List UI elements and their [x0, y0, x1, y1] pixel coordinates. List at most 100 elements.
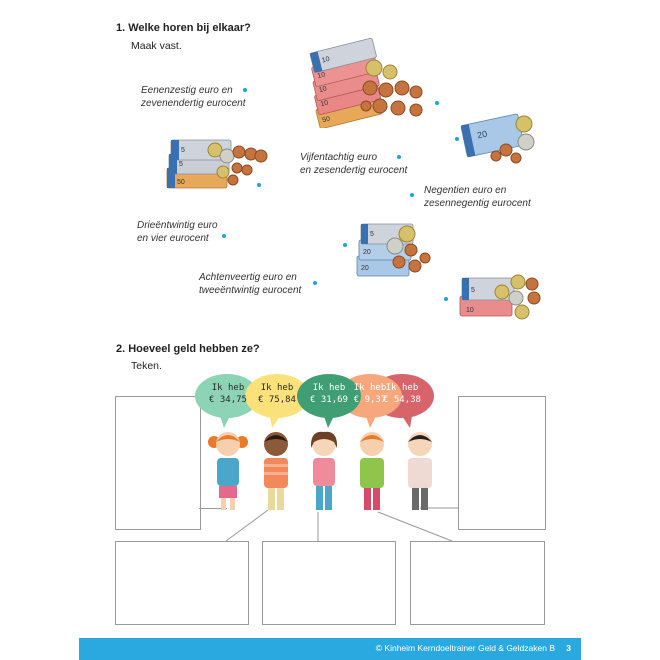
note-stripe — [171, 140, 179, 160]
shirt-stripe — [264, 464, 288, 467]
hair — [310, 431, 338, 448]
coin-icon — [527, 291, 541, 305]
leg — [412, 488, 419, 510]
bubble-line: Ik heb — [211, 383, 245, 393]
match-dot[interactable] — [257, 183, 261, 187]
speech-bubble-1: Ik heb € 34,75 — [197, 373, 259, 417]
note-stripe — [460, 124, 476, 158]
phrase-line: Drieëntwintig euro — [137, 220, 218, 231]
note-value: 20 — [476, 129, 488, 141]
note-stripe — [462, 278, 469, 300]
bubble-text: Ik heb € 31,69 — [298, 382, 360, 406]
speech-bubble-3: Ik heb € 31,69 — [298, 373, 360, 417]
phrase-19-96: Negentien euro en zesennegentig eurocent — [424, 184, 531, 210]
bubble-tail — [402, 416, 412, 428]
leg — [221, 498, 226, 510]
note-value: 5 — [370, 231, 374, 238]
speech-bubble-2: Ik heb € 75,84 — [246, 373, 308, 417]
coin-icon — [365, 59, 383, 77]
match-dot[interactable] — [343, 243, 347, 247]
hair — [216, 435, 240, 442]
speech-bubbles — [195, 374, 434, 428]
leg — [268, 488, 275, 510]
hair — [408, 435, 432, 442]
coin-icon — [382, 64, 398, 80]
leg — [277, 488, 284, 510]
leg — [325, 486, 332, 510]
phrase-line: Negentien euro en — [424, 185, 507, 196]
exercise-2-instruction: Teken. — [131, 360, 162, 372]
answer-box-bottom-2[interactable] — [262, 541, 396, 625]
coin-icon — [390, 100, 406, 116]
answer-box-left[interactable] — [115, 396, 201, 530]
exercise-1-instruction: Maak vast. — [131, 40, 182, 52]
coin-icon — [409, 85, 423, 99]
coin-icon — [510, 152, 522, 164]
coin-icon — [216, 165, 230, 179]
footer-copyright: © Kinheim Kerndoeltrainer Geld & Geldzak… — [375, 643, 555, 653]
coin-icon — [398, 225, 416, 243]
phrase-line: Vijfentachtig euro — [300, 152, 378, 163]
match-dot[interactable] — [455, 137, 459, 141]
coin-icon — [419, 252, 431, 264]
kid-4-illustration — [360, 432, 384, 510]
footer-bar: © Kinheim Kerndoeltrainer Geld & Geldzak… — [79, 638, 581, 660]
hair — [264, 435, 288, 442]
phrase-line: zesennegentig eurocent — [424, 198, 531, 209]
note-value: 10 — [321, 56, 330, 65]
coin-icon — [362, 80, 378, 96]
exercise-2-title: 2. Hoeveel geld hebben ze? — [116, 343, 260, 355]
answer-box-bottom-1[interactable] — [115, 541, 249, 625]
bubble-tail — [324, 416, 334, 428]
bubble-shape — [297, 374, 361, 418]
money-cluster-bottom-right: 5 10 — [459, 274, 541, 320]
coin-icon — [372, 98, 388, 114]
phrase-line: Eenenzestig euro en — [141, 85, 233, 96]
bubble-text: Ik heb € 75,84 — [246, 382, 308, 406]
phrase-line: en zesendertig eurocent — [300, 165, 408, 176]
phrase-line: tweeëntwintig eurocent — [199, 285, 302, 296]
match-dot[interactable] — [243, 88, 247, 92]
phrase-line: Achtenveertig euro en — [199, 272, 297, 283]
shirt — [408, 458, 432, 488]
leg — [364, 488, 371, 510]
note-value: 10 — [317, 71, 326, 80]
bubble-text: Ik heb € 34,75 — [197, 382, 259, 406]
leg — [373, 488, 380, 510]
coin-icon — [494, 284, 510, 300]
note-value: 10 — [320, 100, 329, 109]
shirt-stripe — [264, 472, 288, 475]
match-dot[interactable] — [435, 101, 439, 105]
answer-box-bottom-3[interactable] — [410, 541, 545, 625]
bubble-amount: € 31,69 — [310, 395, 348, 405]
bubble-text: Ik heb € 54,38 — [371, 382, 433, 406]
skirt — [219, 486, 237, 498]
answer-box-right[interactable] — [458, 396, 546, 530]
match-dot[interactable] — [444, 297, 448, 301]
coin-icon — [525, 277, 539, 291]
page-number: 3 — [566, 643, 571, 653]
bubble-text: Ik heb € 9,37 — [339, 382, 401, 406]
bubble-amount: € 34,75 — [209, 395, 247, 405]
coin-icon — [517, 133, 535, 151]
coin-icon — [404, 243, 418, 257]
shirt — [217, 458, 239, 486]
bubble-shape — [195, 374, 259, 418]
note-value: 10 — [466, 307, 474, 314]
coin-icon — [490, 150, 502, 162]
match-dot[interactable] — [397, 155, 401, 159]
banknote-10 — [309, 38, 377, 73]
note-stripe — [309, 51, 323, 73]
money-cluster-left: 5 5 50 — [166, 139, 268, 189]
coin-icon — [392, 255, 406, 269]
bubble-amount: € 54,38 — [383, 395, 421, 405]
match-dot[interactable] — [410, 193, 414, 197]
coin-icon — [514, 304, 530, 320]
kid-3-illustration — [310, 431, 338, 510]
kid-1-illustration — [208, 432, 248, 510]
coin-icon — [499, 143, 513, 157]
coin-icon — [510, 274, 526, 290]
match-dot[interactable] — [222, 234, 226, 238]
match-dot[interactable] — [313, 281, 317, 285]
